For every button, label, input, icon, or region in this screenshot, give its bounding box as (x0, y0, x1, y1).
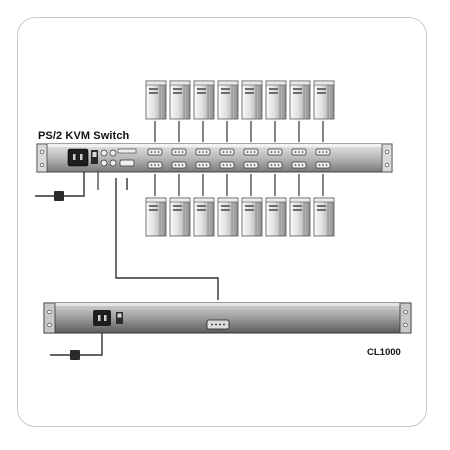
power-socket-icon (93, 310, 111, 326)
tower-pc-icon (145, 197, 167, 237)
tower-pc-icon (241, 197, 263, 237)
cl1000-label: CL1000 (367, 347, 401, 358)
kvm-port-top (195, 148, 211, 156)
console-ports (100, 148, 137, 167)
tower-pc-icon (313, 80, 335, 120)
top-computers (145, 80, 335, 142)
tower-pc-icon (193, 197, 215, 237)
tower-pc-icon (169, 80, 191, 120)
tower-pc-icon (265, 80, 287, 120)
tower-pc-icon (289, 80, 311, 120)
kvm-port-bottom (291, 161, 307, 169)
bottom-computers (145, 174, 335, 237)
right-rack-ear (399, 302, 412, 334)
console-cable (115, 178, 219, 300)
kvm-port-top (291, 148, 307, 156)
tower-pc-icon (265, 197, 287, 237)
kvm-port-bottom (171, 161, 187, 169)
tower-pc-icon (217, 197, 239, 237)
kvm-port-bottom (243, 161, 259, 169)
kvm-port-top (267, 148, 283, 156)
kvm-port-bottom (147, 161, 163, 169)
power-switch-icon (116, 312, 123, 324)
kvm-switch (36, 143, 393, 173)
tower-pc-icon (241, 80, 263, 120)
kvm-port-bottom (195, 161, 211, 169)
kvm-port-bottom (219, 161, 235, 169)
power-plug-icon (35, 172, 85, 201)
kvm-port-top (243, 148, 259, 156)
cl1000-console (43, 302, 412, 334)
power-switch-icon (91, 150, 98, 164)
kvm-port-top (171, 148, 187, 156)
tower-pc-icon (289, 197, 311, 237)
power-socket-icon (67, 148, 89, 167)
vga-port-icon (206, 319, 230, 330)
kvm-port-top (219, 148, 235, 156)
tower-pc-icon (217, 80, 239, 120)
tower-pc-icon (313, 197, 335, 237)
tower-pc-icon (145, 80, 167, 120)
kvm-port-top (147, 148, 163, 156)
left-rack-ear (36, 143, 48, 173)
kvm-port-bottom (267, 161, 283, 169)
power-plug-icon (50, 333, 103, 360)
tower-pc-icon (193, 80, 215, 120)
tower-pc-icon (169, 197, 191, 237)
left-rack-ear (43, 302, 56, 334)
kvm-switch-label: PS/2 KVM Switch (38, 130, 130, 142)
right-rack-ear (381, 143, 393, 173)
kvm-port-top (315, 148, 331, 156)
kvm-port-bottom (315, 161, 331, 169)
